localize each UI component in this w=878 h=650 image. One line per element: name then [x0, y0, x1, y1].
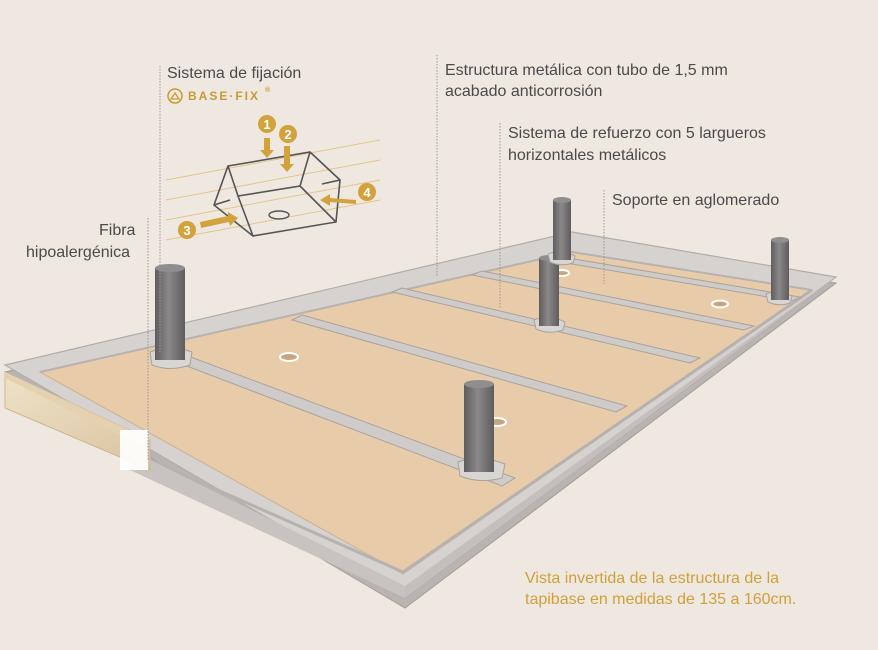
bracket-icon: [213, 151, 341, 237]
step-number-icon: [258, 115, 276, 133]
arrow-icon: [320, 194, 356, 206]
label-fixation-system: Sistema de fijación: [167, 65, 302, 82]
leg: [457, 380, 506, 482]
label-fiber-line1: Fibra: [99, 222, 136, 239]
step-number: 4: [363, 185, 371, 200]
brand-logo-icon: [167, 88, 183, 104]
label-reinforcement-line1: Sistema de refuerzo con 5 largueros: [508, 125, 766, 142]
step-number: 3: [183, 223, 190, 238]
arrow-icon: [280, 146, 294, 172]
brand-basefix: BASE·FIX ®: [167, 87, 270, 105]
step-number: 1: [263, 117, 270, 132]
label-fiber-line2: hipoalergénica: [26, 244, 131, 261]
leg: [765, 237, 793, 306]
board-hole: [711, 299, 729, 309]
board-hole: [279, 352, 299, 362]
brand-registered-mark: ®: [265, 87, 271, 94]
bed-frame: [3, 231, 838, 609]
step-numbers: 1 2 3 4: [178, 115, 376, 239]
label-chipboard-support: Soporte en aglomerado: [612, 192, 780, 209]
caption-line1: Vista invertida de la estructura de la: [525, 570, 780, 587]
leg: [149, 264, 193, 369]
reinforcement-bar: [290, 314, 629, 413]
bracket-hole-icon: [268, 210, 290, 220]
brand-text: BASE·FIX: [188, 89, 261, 103]
leg: [533, 255, 566, 333]
fixation-detail: 1 2 3 4: [165, 115, 381, 241]
step-number: 2: [284, 127, 291, 142]
label-reinforcement-line2: horizontales metálicos: [508, 147, 667, 164]
detail-rail-lines: [165, 139, 381, 241]
hypoallergenic-fiber: [120, 430, 148, 470]
wood-side: [4, 371, 151, 471]
step-number-icon: [358, 183, 376, 201]
label-metal-structure-line2: acabado anticorrosión: [445, 83, 603, 100]
arrow-icon: [260, 138, 274, 158]
label-metal-structure-line1: Estructura metálica con tubo de 1,5 mm: [445, 62, 728, 79]
step-number-icon: [178, 221, 196, 239]
arrow-icon: [200, 138, 356, 228]
leg: [547, 197, 576, 266]
caption-line2: tapibase en medidas de 135 a 160cm.: [525, 591, 797, 608]
arrow-icon: [200, 212, 238, 228]
leader-lines: [147, 55, 605, 460]
step-number-icon: [279, 125, 297, 143]
